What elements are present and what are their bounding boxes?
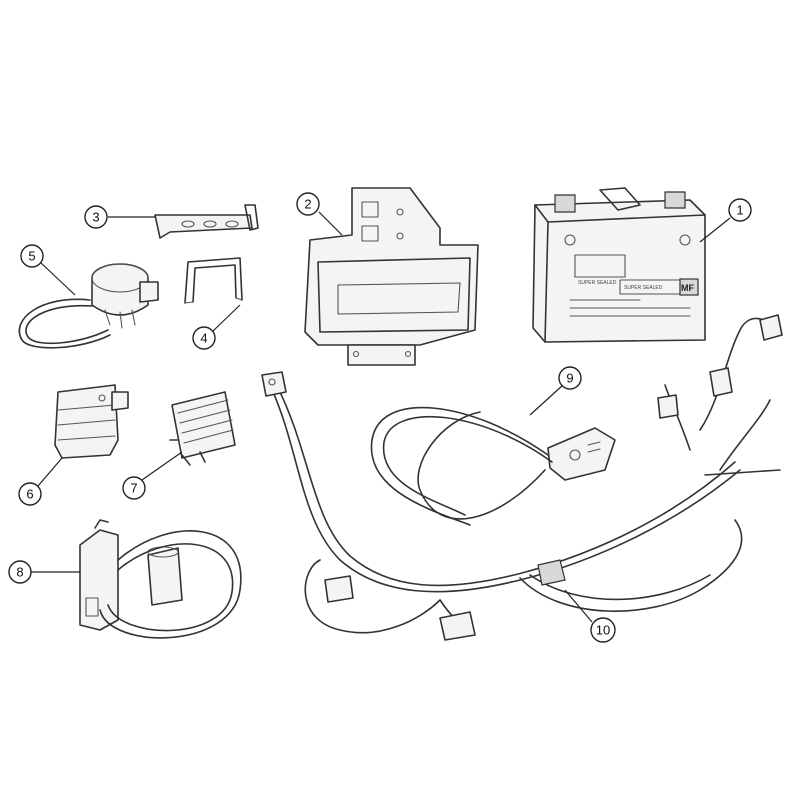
battery: SUPER SEALED SUPER SEALED MF: [532, 187, 706, 343]
relay-solenoid: [18, 263, 159, 349]
callout-10: 10: [564, 589, 616, 643]
voltage-regulator: [169, 391, 236, 466]
callout-number: 9: [566, 371, 573, 386]
svg-text:SUPER SEALED: SUPER SEALED: [578, 280, 617, 286]
callout-1: 1: [699, 198, 752, 243]
u-clamp: [184, 257, 243, 304]
callout-number: 5: [28, 249, 35, 264]
callout-number: 4: [200, 331, 207, 346]
callout-number: 7: [130, 481, 137, 496]
callout-6: 6: [18, 457, 63, 506]
callout-number: 2: [304, 197, 311, 212]
callout-number: 6: [26, 487, 33, 502]
battery-label-text: SUPER SEALED: [624, 285, 663, 291]
callout-7: 7: [122, 451, 183, 500]
callout-8: 8: [8, 560, 80, 584]
wiring-harness: [261, 314, 783, 641]
battery-holder-tray: [304, 187, 479, 366]
relay-box: [54, 384, 129, 459]
callout-5: 5: [20, 244, 76, 296]
handlebar-switch: [370, 406, 616, 526]
callout-number: 1: [736, 203, 743, 218]
callout-number: 10: [596, 623, 610, 638]
battery-mf-mark: MF: [681, 283, 694, 293]
ignition-coil: [79, 519, 242, 639]
bracket: [154, 204, 259, 239]
callout-2: 2: [296, 192, 343, 236]
callout-3: 3: [84, 205, 155, 229]
callout-number: 3: [92, 210, 99, 225]
callout-number: 8: [16, 565, 23, 580]
callout-9: 9: [529, 366, 582, 416]
callout-4: 4: [192, 304, 241, 350]
